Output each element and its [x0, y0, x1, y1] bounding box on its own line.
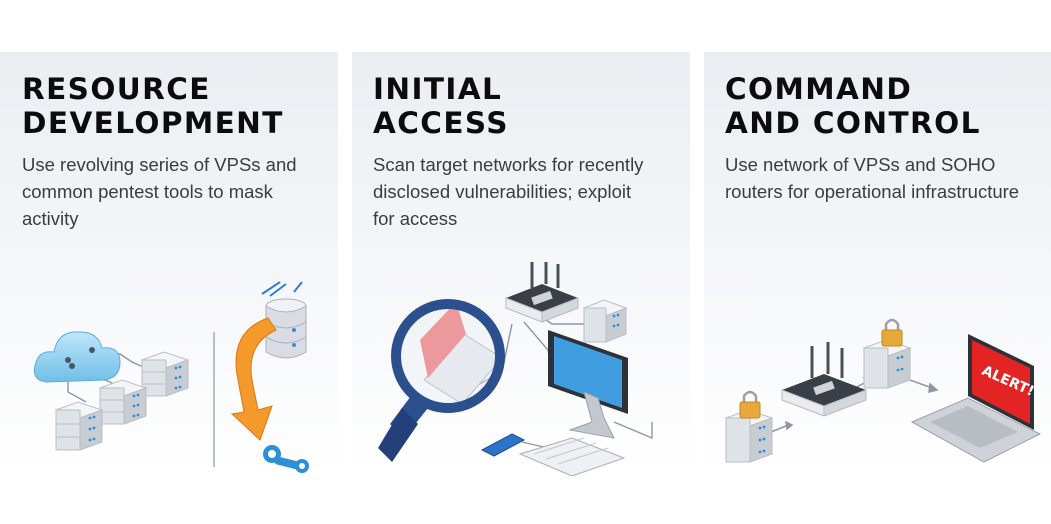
stage-description: Use revolving series of VPSs and common …	[22, 151, 338, 232]
padlock-icon	[739, 390, 761, 419]
stage-description: Scan target networks for recently disclo…	[373, 151, 690, 232]
stage-description-line: for access	[373, 208, 458, 229]
stage-description-line: common pentest tools to mask	[22, 181, 273, 202]
wrench-icon	[263, 445, 309, 473]
magnifier-icon	[378, 299, 505, 462]
server-rack-icon	[862, 339, 912, 389]
stage-command-and-control: COMMAND AND CONTROL Use network of VPSs …	[704, 52, 1051, 476]
stage-description-line: routers for operational infrastructure	[725, 181, 1020, 202]
keyboard-icon	[518, 437, 626, 476]
stage-description-line: Scan target networks for recently	[373, 154, 644, 175]
stage-description: Use network of VPSs and SOHO routers for…	[725, 151, 1043, 205]
resource-development-illustration	[33, 281, 309, 473]
server-rack-icon	[54, 351, 190, 451]
command-and-control-illustration: ALERT!	[724, 318, 1042, 463]
cloud-icon	[33, 331, 121, 383]
laptop-icon: ALERT!	[910, 334, 1042, 463]
padlock-icon	[881, 318, 903, 347]
initial-access-illustration	[378, 262, 653, 476]
stage-description-line: Use revolving series of VPSs and	[22, 154, 297, 175]
stage-description-line: activity	[22, 208, 79, 229]
stage-description-line: disclosed vulnerabilities; exploit	[373, 181, 632, 202]
stage-title: COMMAND AND CONTROL	[725, 72, 981, 140]
stage-title-line: AND CONTROL	[725, 106, 981, 140]
arrow-icon	[230, 317, 277, 441]
stage-resource-development: RESOURCE DEVELOPMENT Use revolving serie…	[0, 52, 338, 476]
stage-title-line: INITIAL	[373, 72, 503, 106]
phone-icon	[480, 433, 526, 457]
database-icon	[261, 281, 307, 359]
stage-title: INITIAL ACCESS	[373, 72, 509, 140]
server-rack-icon	[724, 409, 774, 463]
server-rack-icon	[582, 299, 628, 343]
router-icon	[505, 262, 579, 323]
monitor-icon	[548, 330, 628, 439]
stage-title: RESOURCE DEVELOPMENT	[22, 72, 284, 140]
stage-initial-access: INITIAL ACCESS Scan target networks for …	[352, 52, 690, 476]
stage-description-line: Use network of VPSs and SOHO	[725, 154, 996, 175]
router-icon	[781, 342, 867, 417]
stage-title-line: RESOURCE	[22, 72, 211, 106]
stage-title-line: COMMAND	[725, 72, 913, 106]
stage-title-line: ACCESS	[373, 106, 509, 140]
stage-title-line: DEVELOPMENT	[22, 106, 284, 140]
